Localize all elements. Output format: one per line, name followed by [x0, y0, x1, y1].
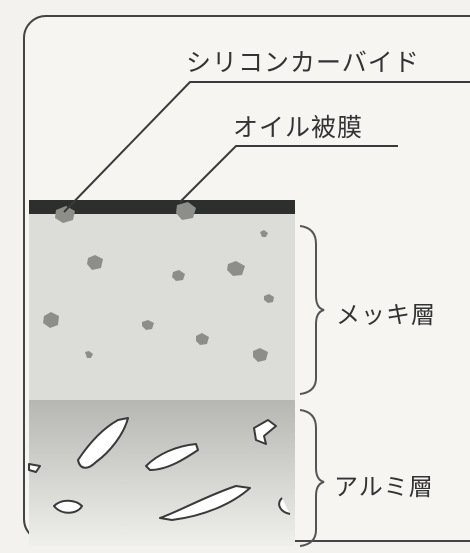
- oil-film-leader: [179, 145, 398, 203]
- aluminum-flake: [77, 417, 129, 469]
- oil-film-label: オイル被膜: [233, 113, 364, 142]
- silicon-carbide-particles: [43, 202, 274, 362]
- particle: [55, 206, 75, 223]
- layer-braces: [299, 225, 325, 547]
- plating-layer-label: メッキ層: [336, 301, 436, 329]
- particle: [142, 320, 154, 330]
- aluminum-flake: [253, 419, 277, 445]
- aluminum-layer-label: アルミ層: [334, 473, 434, 501]
- particle: [227, 261, 245, 276]
- silicon-carbide-leader: [63, 81, 470, 213]
- plating-layer: [29, 214, 295, 400]
- silicon-carbide-label: シリコンカーバイド: [186, 48, 420, 77]
- particle: [85, 351, 93, 358]
- plating-layer-brace: [299, 225, 325, 395]
- oil-film: [29, 200, 295, 214]
- particle: [253, 348, 268, 362]
- leader-lines: [63, 81, 470, 213]
- particle: [43, 312, 59, 328]
- aluminum-flake: [278, 497, 291, 515]
- aluminum-flake: [28, 463, 41, 473]
- particle: [87, 255, 103, 270]
- aluminum-layer: [29, 400, 295, 546]
- particle: [196, 333, 209, 345]
- aluminum-flake: [145, 443, 199, 471]
- particle: [172, 270, 185, 281]
- aluminum-layer-brace: [299, 409, 325, 547]
- aluminum-flake: [53, 499, 83, 514]
- aluminum-flake: [159, 485, 251, 521]
- particle: [176, 202, 196, 220]
- aluminum-flakes: [28, 417, 291, 521]
- particle: [260, 230, 268, 237]
- particle: [264, 294, 274, 303]
